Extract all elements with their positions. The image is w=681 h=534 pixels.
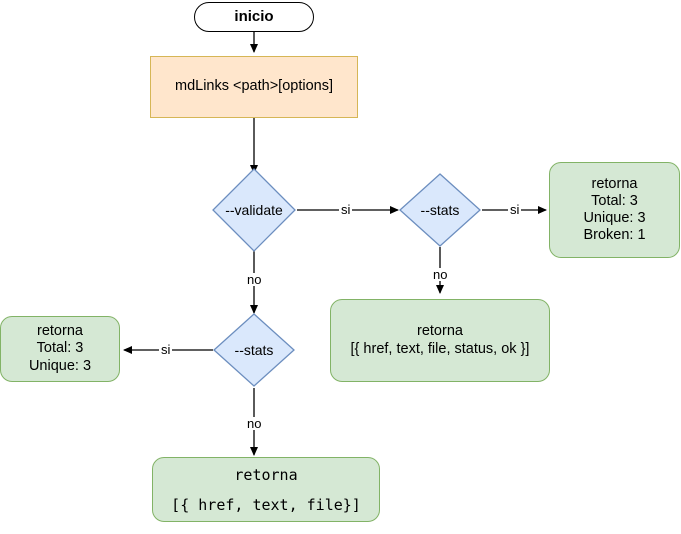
result-line: Unique: 3 [28,357,92,374]
result-line: Broken: 1 [583,227,646,244]
diamond-shape [212,168,296,252]
edge-label-text: no [247,272,262,287]
node-result-full-stats[interactable]: retorna Total: 3 Unique: 3 Broken: 1 [549,162,680,258]
node-decision-validate[interactable]: --validate [211,167,297,253]
edge-label-text: si [161,342,171,357]
edge-label-text: si [510,202,520,217]
edge-label-stats-top-no: no [431,267,450,282]
result-line: [{ href, text, file, status, ok }] [350,340,530,357]
result-line: Unique: 3 [583,210,646,226]
edge-label-text: no [247,416,262,431]
edge-label-validate-no: no [245,272,264,287]
node-command[interactable]: mdLinks <path>[options] [150,56,358,118]
diamond-shape [213,313,295,387]
result-line: [{ href, text, file}] [171,495,361,514]
node-start[interactable]: inicio [194,2,314,32]
result-line: retorna [591,175,638,192]
node-decision-validate-label: --validate [225,201,283,218]
result-line: Total: 3 [36,340,84,357]
node-command-label: mdLinks <path>[options] [175,78,333,95]
diamond-shape [399,173,481,247]
edge-label-text: no [433,267,448,282]
node-decision-stats-top-label: --stats [420,201,460,218]
edge-label-stats-bottom-si: si [159,342,173,357]
result-line: retorna [37,323,83,340]
result-line: Total: 3 [591,192,638,209]
result-line: retorna [234,465,298,484]
edge-label-stats-top-si: si [508,202,522,217]
node-result-basic-list[interactable]: retorna [{ href, text, file}] [152,457,380,522]
edge-label-text: si [341,202,351,217]
edge-label-stats-bottom-no: no [245,416,264,431]
node-result-basic-stats[interactable]: retorna Total: 3 Unique: 3 [0,316,120,382]
edge-label-validate-si: si [339,202,353,217]
node-result-validate-list[interactable]: retorna [{ href, text, file, status, ok … [330,299,550,382]
node-decision-stats-bottom[interactable]: --stats [212,312,296,388]
result-line: retorna [417,323,463,340]
node-decision-stats-bottom-label: --stats [234,341,274,358]
node-decision-stats-top[interactable]: --stats [398,172,482,248]
node-start-label: inicio [234,8,274,26]
